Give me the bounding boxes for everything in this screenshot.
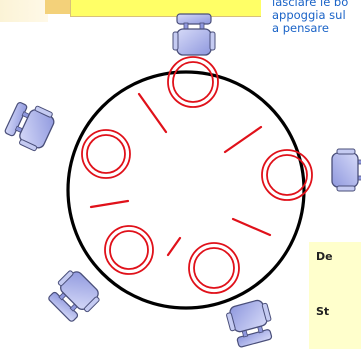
chair-icon bbox=[173, 14, 215, 55]
table-icon bbox=[68, 72, 304, 308]
chair-icon bbox=[3, 98, 58, 153]
chair-icon bbox=[225, 298, 276, 348]
chair-icon bbox=[332, 149, 361, 191]
chair-icon bbox=[45, 267, 104, 326]
